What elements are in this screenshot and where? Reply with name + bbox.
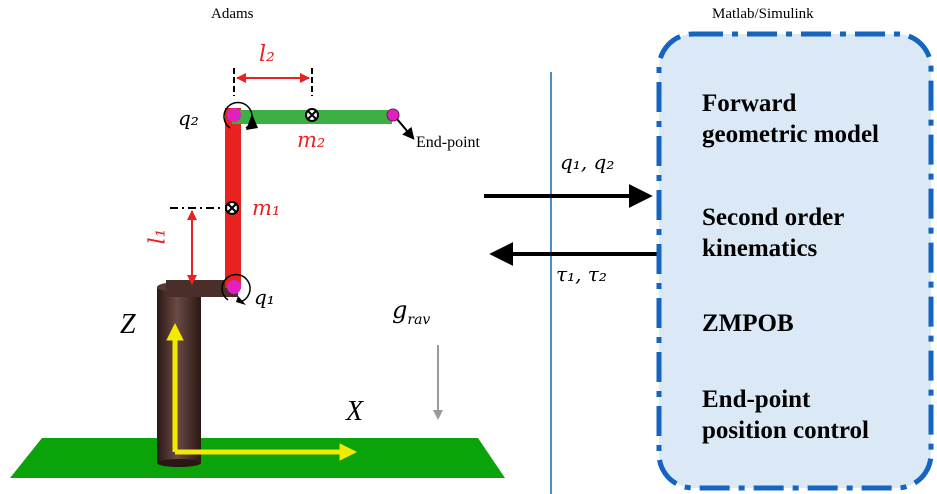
- controller-block-end-point-position-control: End-point position control: [702, 384, 869, 446]
- controller-block-2-line-2: kinematics: [702, 235, 818, 262]
- q1-rotation-arrow: [236, 296, 246, 305]
- q2-label: q₂: [178, 106, 199, 130]
- controller-block-1-line-2: geometric model: [702, 121, 880, 148]
- q1-rotation-arc: [221, 273, 251, 303]
- m2-label: m₂: [297, 128, 326, 152]
- controller-block-4-line-2: position control: [702, 417, 869, 444]
- end-point-joint: [386, 108, 400, 122]
- controller-box: [656, 31, 934, 491]
- gravity-symbol: g: [392, 296, 408, 324]
- controller-block-1-line-1: Forward: [702, 90, 797, 117]
- gravity-subscript: rav: [407, 311, 431, 328]
- signal-to-simulink-label: q₁, q₂: [560, 150, 615, 174]
- end-point-arrow: [396, 118, 415, 140]
- matlab-simulink-title: Matlab/Simulink: [712, 6, 814, 22]
- shoulder-link: [166, 280, 238, 297]
- joint-q2: [227, 108, 241, 122]
- l1-label: l₁: [145, 228, 171, 245]
- m1-mass-marker: [225, 201, 239, 215]
- m2-mass-marker: [305, 108, 319, 122]
- ground-plate: [10, 438, 505, 478]
- z-axis-label: Z: [120, 309, 136, 340]
- signal-from-simulink-label: τ₁, τ₂: [556, 262, 607, 286]
- controller-block-2-line-1: Second order: [702, 204, 845, 231]
- joint-q1: [227, 280, 241, 294]
- controller-block-forward-geometric-model: Forward geometric model: [702, 88, 879, 150]
- link-1: [225, 108, 241, 288]
- end-point-label: End-point: [416, 134, 480, 151]
- m1-label: m₁: [252, 196, 281, 220]
- controller-block-second-order-kinematics: Second order kinematics: [702, 202, 844, 264]
- q2-rotation-arrow: [246, 114, 258, 130]
- l2-label: l₂: [259, 42, 275, 67]
- controller-block-4-line-1: End-point: [702, 386, 811, 413]
- base-column-bottom: [157, 459, 201, 467]
- gravity-label: grav: [392, 296, 430, 328]
- adams-title: Adams: [211, 6, 254, 22]
- controller-block-zmpob: ZMPOB: [702, 308, 794, 339]
- controller-block-3-line-1: ZMPOB: [702, 310, 794, 337]
- q1-label: q₁: [254, 285, 275, 309]
- base-column: [157, 287, 201, 463]
- x-axis-label: X: [346, 396, 364, 427]
